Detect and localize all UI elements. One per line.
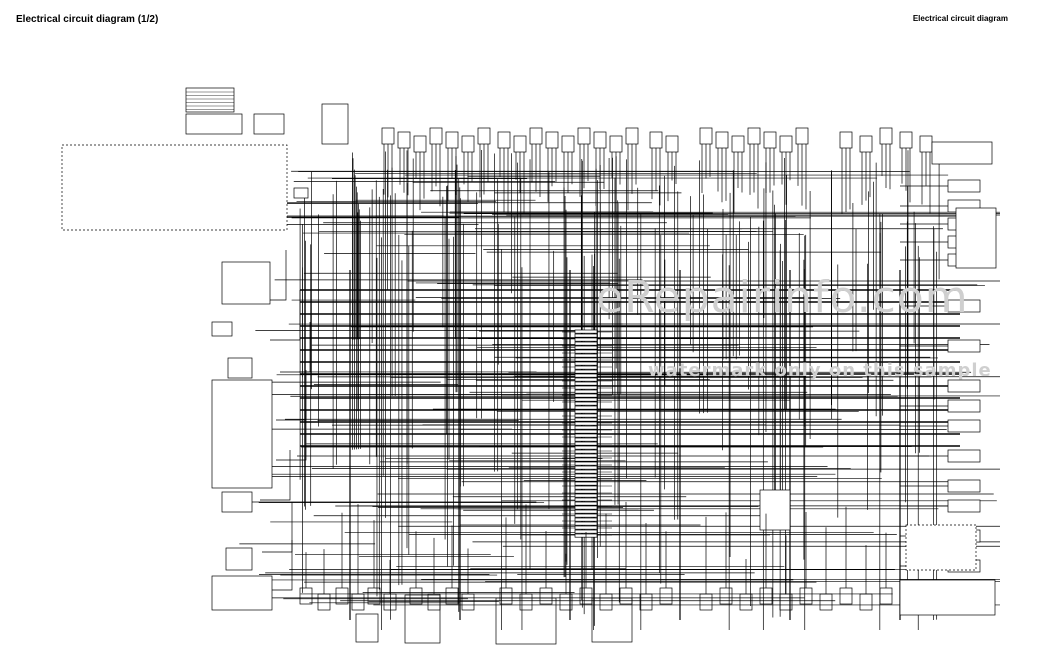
wire-bundle [231, 144, 1000, 630]
lower-left-components [299, 501, 893, 645]
component-blocks [61, 87, 997, 616]
running-header: Electrical circuit diagram [912, 14, 1008, 23]
page-title: Electrical circuit diagram (1/2) [16, 14, 159, 25]
